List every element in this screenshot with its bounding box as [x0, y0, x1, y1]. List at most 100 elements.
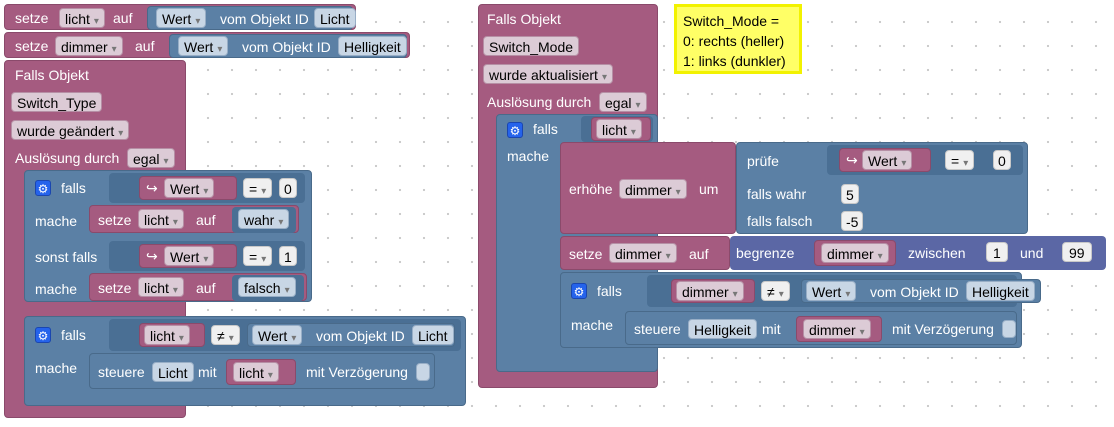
if-block-dimmer[interactable]: ⚙ falls dimmer▾ ≠▾ Wert▾ vom Objekt ID H…: [560, 272, 1041, 348]
clamp-block[interactable]: begrenze dimmer▾ zwischen 1 und 99: [730, 236, 1106, 270]
number-field[interactable]: 0: [279, 178, 297, 198]
var-dropdown[interactable]: licht▾: [138, 209, 184, 229]
var-get-block[interactable]: licht▾: [591, 117, 651, 141]
object-name-field[interactable]: Switch_Type: [11, 92, 103, 112]
get-value-block[interactable]: Wert▾ vom Objekt ID Licht: [147, 6, 356, 30]
object-id-field[interactable]: Licht: [314, 8, 356, 28]
var-dropdown[interactable]: licht▾: [144, 325, 190, 345]
var-get-block[interactable]: dimmer▾: [671, 279, 755, 303]
number-field-false[interactable]: -5: [841, 211, 864, 231]
mache-label: mache: [35, 213, 78, 229]
attr-dropdown[interactable]: Wert▾: [862, 150, 913, 170]
trigger-source-dropdown[interactable]: egal▾: [599, 92, 647, 112]
mache-label: mache: [507, 148, 550, 164]
mache-label: mache: [35, 281, 78, 297]
bool-block[interactable]: falsch▾: [232, 275, 304, 301]
control-block[interactable]: steuere Licht mit licht▾ mit Verzögerung: [89, 353, 435, 389]
trigger-value-block[interactable]: ↪ Wert▾: [139, 244, 237, 268]
arrow-icon: ↪: [846, 152, 858, 168]
control-block[interactable]: steuere Helligkeit mit dimmer▾ mit Verzö…: [625, 311, 1017, 345]
min-field[interactable]: 1: [986, 242, 1008, 262]
var-dropdown[interactable]: dimmer▾: [803, 319, 871, 339]
set-licht-block[interactable]: setze licht▾ auf Wert▾ vom Objekt ID Lic…: [4, 4, 356, 30]
mache-label: mache: [571, 317, 614, 333]
increment-block[interactable]: erhöhe dimmer▾ um: [560, 142, 736, 234]
trigger-value-block[interactable]: ↪ Wert▾: [139, 176, 237, 200]
object-field[interactable]: Licht: [152, 362, 194, 382]
get-value-block[interactable]: Wert▾ vom Objekt ID Helligkeit: [169, 34, 407, 58]
var-dropdown[interactable]: dimmer▾: [821, 243, 889, 263]
comment-note[interactable]: Switch_Mode = 0: rechts (heller) 1: link…: [674, 4, 802, 74]
ternary-block[interactable]: prüfe ↪ Wert▾ =▾ 0 falls wahr 5 falls fa…: [736, 142, 1028, 234]
get-value-block[interactable]: Wert▾ vom Objekt ID Helligkeit: [801, 279, 1041, 303]
attr-dropdown[interactable]: Wert▾: [252, 325, 303, 345]
var-get-block[interactable]: licht▾: [139, 323, 205, 347]
number-field-true[interactable]: 5: [841, 184, 859, 204]
max-field[interactable]: 99: [1062, 242, 1092, 262]
var-get-block[interactable]: dimmer▾: [814, 240, 896, 266]
attr-dropdown[interactable]: Wert▾: [178, 36, 229, 56]
operator-dropdown[interactable]: =▾: [945, 150, 975, 170]
bool-dropdown[interactable]: wahr▾: [238, 209, 290, 229]
gear-icon[interactable]: ⚙: [571, 283, 587, 299]
var-get-block[interactable]: dimmer▾: [796, 316, 882, 342]
object-field[interactable]: Helligkeit: [688, 319, 757, 339]
trigger-value-block[interactable]: ↪ Wert▾: [839, 148, 931, 172]
operator-dropdown[interactable]: =▾: [243, 178, 273, 198]
attr-dropdown[interactable]: Wert▾: [156, 8, 207, 28]
setze-label: setze: [569, 246, 603, 262]
trigger-dropdown[interactable]: wurde aktualisiert▾: [483, 64, 613, 84]
var-dropdown[interactable]: licht▾: [59, 8, 105, 28]
bool-block[interactable]: wahr▾: [232, 207, 296, 233]
operator-dropdown[interactable]: ≠▾: [211, 325, 240, 345]
condition-slot[interactable]: licht▾: [581, 116, 653, 142]
gear-icon[interactable]: ⚙: [35, 327, 51, 343]
falls-label: falls: [61, 180, 86, 196]
number-field[interactable]: 1: [279, 246, 297, 266]
set-licht-false-block[interactable]: setze licht▾ auf falsch▾: [89, 273, 307, 301]
var-dropdown[interactable]: licht▾: [138, 277, 184, 297]
trigger-source-dropdown[interactable]: egal▾: [127, 148, 175, 168]
object-name-field[interactable]: Switch_Mode: [483, 36, 580, 56]
gear-icon[interactable]: ⚙: [507, 122, 523, 138]
bool-dropdown[interactable]: falsch▾: [238, 277, 296, 297]
auf-label: auf: [196, 212, 216, 228]
number-field[interactable]: 0: [993, 150, 1011, 170]
delay-checkbox[interactable]: [1002, 320, 1016, 338]
var-dropdown[interactable]: licht▾: [233, 362, 279, 382]
set-dimmer-block[interactable]: setze dimmer▾ auf Wert▾ vom Objekt ID He…: [4, 32, 410, 58]
get-value-block[interactable]: Wert▾ vom Objekt ID Licht: [247, 323, 455, 347]
var-dropdown[interactable]: dimmer▾: [619, 179, 687, 199]
attr-dropdown[interactable]: Wert▾: [164, 178, 215, 198]
trigger-dropdown[interactable]: wurde geändert▾: [11, 120, 130, 140]
compare-block[interactable]: ↪ Wert▾ =▾ 0: [827, 145, 1023, 175]
var-dropdown[interactable]: dimmer▾: [55, 36, 123, 56]
set-licht-true-block[interactable]: setze licht▾ auf wahr▾: [89, 205, 299, 233]
attr-dropdown[interactable]: Wert▾: [164, 246, 215, 266]
object-id-field[interactable]: Helligkeit: [338, 36, 407, 56]
arrow-icon: ↪: [146, 180, 158, 196]
object-id-field[interactable]: Helligkeit: [966, 281, 1035, 301]
operator-dropdown[interactable]: =▾: [243, 246, 273, 266]
object-id-field[interactable]: Licht: [412, 325, 454, 345]
if-elseif-block[interactable]: ⚙ falls ↪ Wert▾ =▾ 0 mache setze licht▾ …: [24, 170, 312, 302]
set-dimmer-block[interactable]: setze dimmer▾ auf: [560, 236, 730, 270]
auf-label: auf: [689, 246, 709, 262]
operator-dropdown[interactable]: ≠▾: [761, 281, 790, 301]
attr-dropdown[interactable]: Wert▾: [806, 281, 857, 301]
auf-label: auf: [135, 38, 155, 54]
mit-label: mit: [762, 321, 781, 337]
var-get-block[interactable]: licht▾: [226, 359, 296, 385]
var-dropdown[interactable]: dimmer▾: [609, 243, 677, 263]
note-line-2: 0: rechts (heller): [683, 33, 785, 49]
compare-block[interactable]: licht▾ ≠▾ Wert▾ vom Objekt ID Licht: [109, 319, 461, 351]
mache-label: mache: [35, 360, 78, 376]
if-block-licht[interactable]: ⚙ falls licht▾ ≠▾ Wert▾ vom Objekt ID Li…: [24, 316, 466, 406]
gear-icon[interactable]: ⚙: [35, 180, 51, 196]
var-dropdown[interactable]: dimmer▾: [676, 281, 744, 301]
var-dropdown[interactable]: licht▾: [596, 119, 642, 139]
delay-checkbox[interactable]: [416, 363, 430, 381]
compare-block-2[interactable]: ↪ Wert▾ =▾ 1: [109, 241, 305, 271]
compare-block[interactable]: dimmer▾ ≠▾ Wert▾ vom Objekt ID Helligkei…: [647, 275, 1041, 307]
compare-block[interactable]: ↪ Wert▾ =▾ 0: [109, 173, 305, 203]
